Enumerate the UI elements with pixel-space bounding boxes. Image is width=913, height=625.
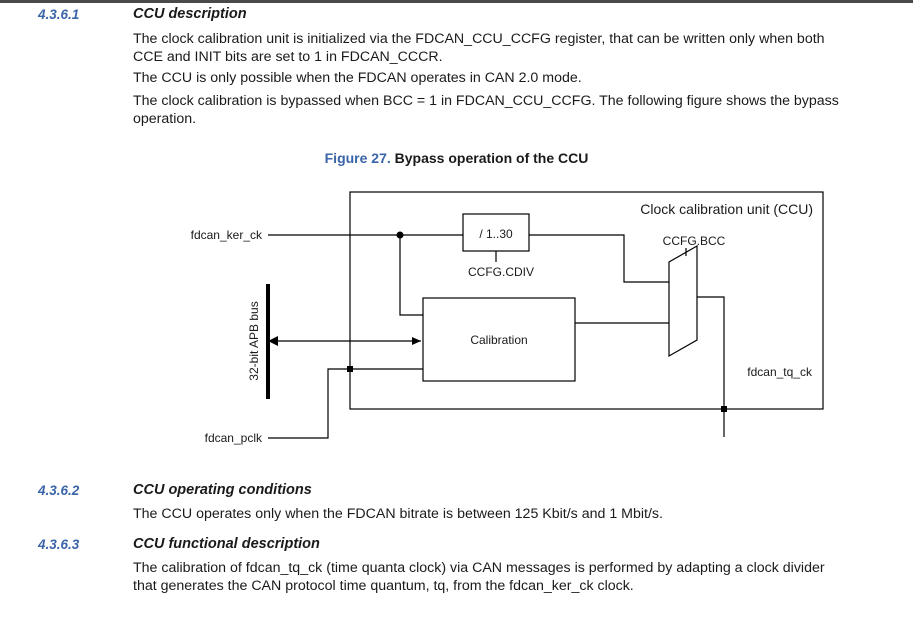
section-number: 4.3.6.3 (38, 537, 80, 552)
section-number: 4.3.6.1 (38, 7, 80, 22)
paragraph-line: The clock calibration unit is initialize… (133, 31, 825, 47)
junction-square (721, 406, 727, 412)
calibration-box (422, 297, 576, 382)
paragraph-line: that generates the CAN protocol time qua… (133, 578, 634, 594)
calibration-label: Calibration (470, 333, 527, 347)
section-title: CCU operating conditions (133, 482, 312, 498)
divider-to-mux-line (529, 234, 669, 283)
paragraph-line: The calibration of fdcan_tq_ck (time qua… (133, 560, 825, 576)
junction-square (347, 366, 353, 372)
paragraph-line: The CCU is only possible when the FDCAN … (133, 70, 582, 86)
cdiv-label: CCFG.CDIV (468, 265, 534, 279)
bcc-label: CCFG.BCC (663, 234, 726, 248)
ccu-label: Clock calibration unit (CCU) (640, 201, 813, 217)
figure-caption: Figure 27. Bypass operation of the CCU (0, 150, 913, 166)
tq-ck-label: fdcan_tq_ck (747, 365, 813, 379)
mux-output-line (697, 296, 725, 437)
paragraph-line: CCE and INIT bits are set to 1 in FDCAN_… (133, 49, 443, 65)
ccu-box (349, 191, 824, 410)
mux-shape (668, 244, 698, 358)
figure-title: Bypass operation of the CCU (394, 150, 589, 166)
page-top-rule (0, 0, 913, 3)
ker-ck-label: fdcan_ker_ck (191, 228, 263, 242)
paragraph-line: The CCU operates only when the FDCAN bit… (133, 506, 663, 522)
divider-label: / 1..30 (479, 227, 513, 241)
figure-number: Figure 27. (324, 150, 391, 166)
section-title: CCU functional description (133, 536, 320, 552)
paragraph-line: operation. (133, 111, 197, 127)
junction-dot (396, 231, 404, 239)
pclk-line (268, 368, 350, 439)
bus-arrow-head (268, 336, 278, 346)
section-title: CCU description (133, 6, 247, 22)
apb-bus-label: 32-bit APB bus (247, 301, 261, 380)
pclk-label: fdcan_pclk (205, 431, 263, 445)
ker-ck-to-calibration-line (399, 235, 423, 316)
section-number: 4.3.6.2 (38, 483, 80, 498)
paragraph-line: The clock calibration is bypassed when B… (133, 93, 839, 109)
